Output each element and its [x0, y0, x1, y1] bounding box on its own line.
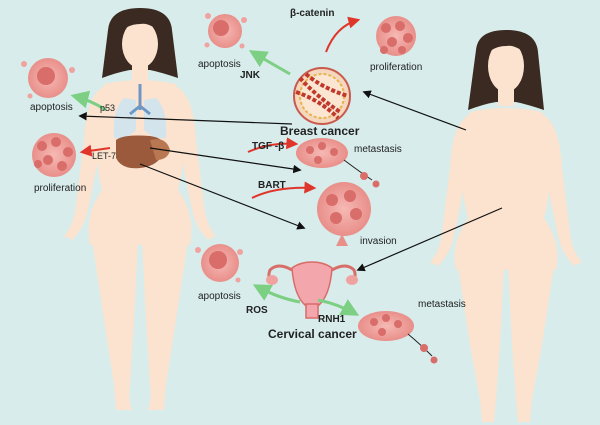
label-invasion: invasion: [360, 236, 397, 247]
uterus: [266, 261, 358, 319]
left-female-figure: [64, 8, 216, 410]
label-cervical-cancer: Cervical cancer: [268, 327, 357, 341]
arrow-right-to-breast: [362, 90, 467, 131]
arrow-ros: [252, 284, 301, 304]
arrow-tgf-beta: [247, 137, 299, 153]
cell-metastasis-mid: [296, 138, 380, 188]
arrow-right-to-cervical: [356, 207, 503, 272]
cell-apoptosis-left: [21, 58, 75, 99]
cell-proliferation-left: [32, 133, 76, 177]
right-female-figure: [430, 30, 582, 422]
label-let7: LET-7: [92, 151, 116, 161]
arrow-jnk: [248, 50, 291, 76]
label-apoptosis-left: apoptosis: [30, 102, 73, 113]
label-breast-cancer: Breast cancer: [280, 124, 360, 138]
label-apoptosis-top: apoptosis: [198, 59, 241, 70]
label-rnh1: RNH1: [318, 314, 346, 325]
label-metastasis-bottom: metastasis: [418, 299, 466, 310]
arrow-breast-to-left: [78, 112, 293, 125]
label-bart: BART: [258, 180, 286, 191]
arrow-p53: [70, 90, 107, 112]
arrow-liver-to-invasion: [139, 163, 306, 230]
arrow-liver-to-metastasis: [149, 147, 302, 174]
label-ros: ROS: [246, 305, 268, 316]
arrow-bart: [251, 181, 317, 199]
label-beta-catenin: β-catenin: [290, 8, 334, 19]
arrow-rnh1: [317, 298, 360, 316]
cell-invasion: [317, 182, 371, 246]
cell-apoptosis-top: [204, 13, 247, 49]
arrow-let7: [79, 144, 111, 157]
arrow-beta-catenin: [325, 16, 361, 53]
label-proliferation-top: proliferation: [370, 62, 422, 73]
cell-metastasis-bottom: [358, 311, 438, 364]
label-apoptosis-bottom: apoptosis: [198, 291, 241, 302]
breast-tumor: [293, 67, 351, 125]
cell-apoptosis-bottom: [195, 244, 243, 283]
cell-proliferation-top: [376, 16, 416, 56]
label-proliferation-left: proliferation: [34, 183, 86, 194]
label-jnk: JNK: [240, 70, 261, 81]
label-tgf-beta: TGF -β: [252, 141, 284, 152]
label-p53: p53: [100, 103, 115, 113]
label-metastasis-mid: metastasis: [354, 144, 402, 155]
